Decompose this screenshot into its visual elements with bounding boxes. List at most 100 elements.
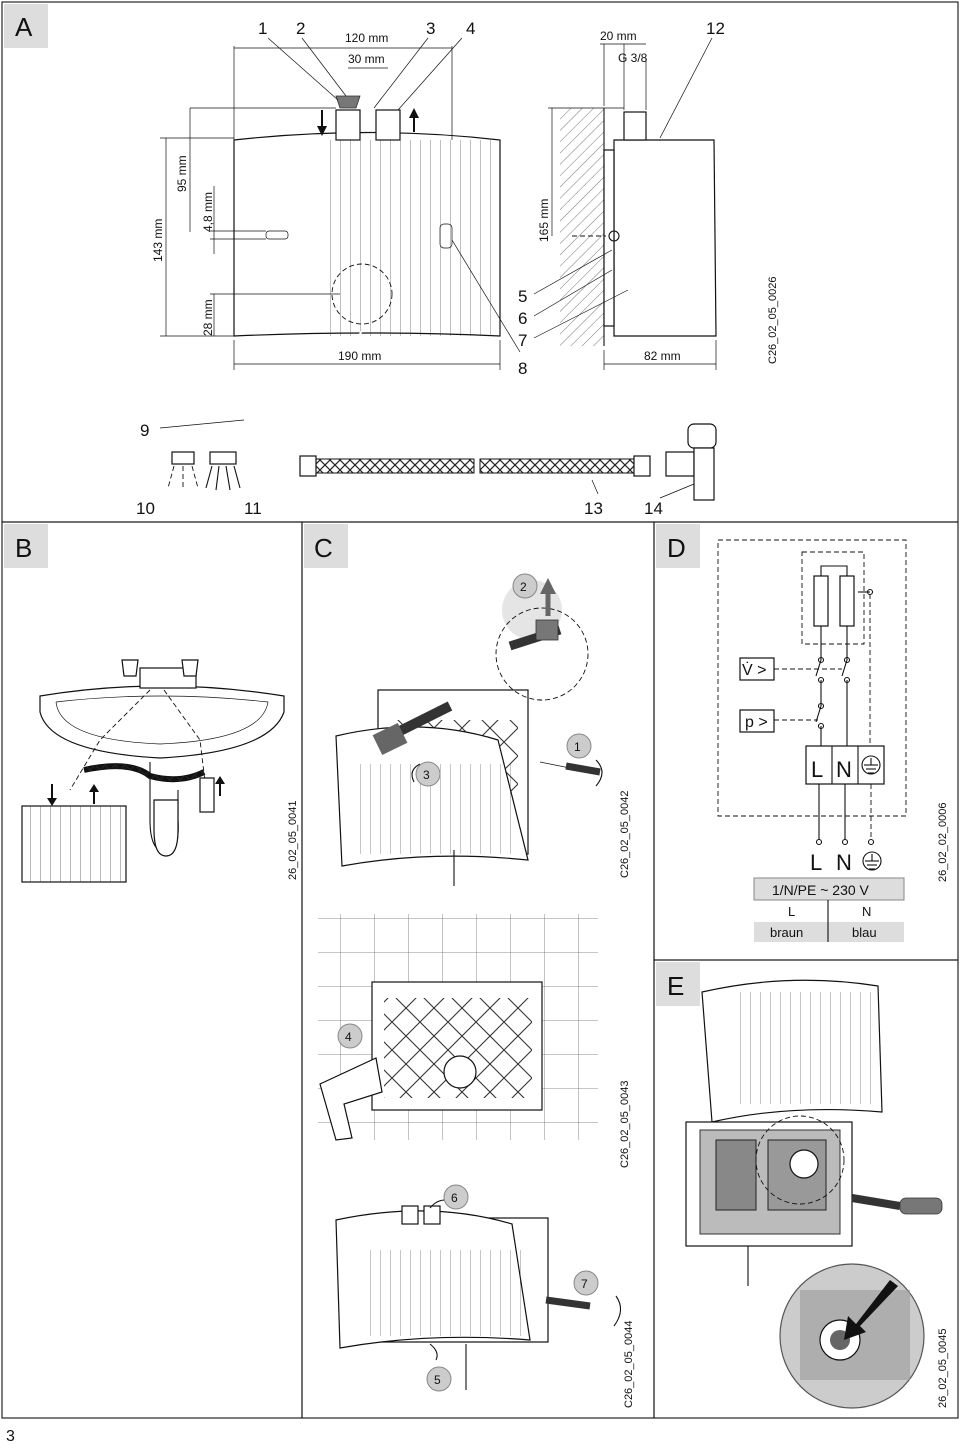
heater-ribs <box>324 140 500 336</box>
flow-switch-label: V̇ > <box>742 661 766 679</box>
pressure-switch-label-box <box>739 709 775 733</box>
wall-screw <box>608 230 620 242</box>
dim-95: 95 mm <box>175 155 189 192</box>
cable-entry-zone <box>331 263 393 325</box>
callout-8: 8 <box>518 359 527 378</box>
panel-d-wiring: V̇ > p > L N L N 1/N/ <box>717 539 949 942</box>
faucet-spout <box>151 576 203 677</box>
step-3: 3 <box>423 768 430 782</box>
step-1: 1 <box>574 740 581 754</box>
panel-letter-c: C <box>314 533 333 563</box>
dim-20: 20 mm <box>600 29 637 43</box>
faucet-handle-right <box>181 659 199 677</box>
callout-6: 6 <box>518 309 527 328</box>
supply-n: N <box>836 850 852 875</box>
code-b: 26_02_05_0041 <box>287 800 299 880</box>
panel-c-mount-steps: 2 1 3 C26_02_05_0042 4 C26_02_05_0043 6 … <box>318 573 635 1408</box>
callout-5: 5 <box>518 287 527 306</box>
hose-braid-2 <box>479 458 635 474</box>
dim-120: 120 mm <box>345 31 388 45</box>
pressure-switch-label: p > <box>745 714 768 731</box>
callout-4: 4 <box>466 19 475 38</box>
panel-e-service: 26_02_05_0045 <box>685 979 949 1409</box>
panel-letter-e: E <box>667 971 684 1001</box>
code-e: 26_02_05_0045 <box>937 1328 949 1408</box>
code-c3: C26_02_05_0044 <box>623 1321 635 1408</box>
heating-element-group <box>801 551 865 645</box>
detail-circle-c <box>495 607 589 701</box>
mounting-slot-right <box>439 223 453 249</box>
screwdriver-c3 <box>545 1296 591 1310</box>
step-5: 5 <box>434 1373 441 1387</box>
dim-190: 190 mm <box>338 349 381 363</box>
wall-hatch <box>560 108 604 346</box>
dim-4-8: 4,8 mm <box>201 192 215 232</box>
terminal-n: N <box>836 757 852 782</box>
strainer <box>335 95 361 109</box>
callout-12: 12 <box>706 19 725 38</box>
supply-l: L <box>810 850 822 875</box>
callout-1: 1 <box>258 19 267 38</box>
jet-regulator-1 <box>171 451 195 465</box>
cold-inlet-connector <box>335 109 361 141</box>
dim-82: 82 mm <box>644 349 681 363</box>
panel-a-side-view: 165 mm 20 mm G 3/8 82 mm 12 C26_02_05_00… <box>533 19 779 370</box>
angle-valve <box>687 423 717 449</box>
heating-element-2 <box>839 575 855 627</box>
column-l: L <box>788 904 795 919</box>
column-n: N <box>862 904 871 919</box>
panel-letters: A B C D E <box>4 4 700 1006</box>
cable-hole <box>443 1055 477 1089</box>
heater-side-body <box>613 139 717 337</box>
panel-letter-b: B <box>15 533 32 563</box>
dim-28: 28 mm <box>201 299 215 336</box>
thread-g38: G 3/8 <box>618 51 648 65</box>
code-c2: C26_02_05_0043 <box>619 1081 631 1168</box>
code-d: 26_02_02_0006 <box>937 802 949 882</box>
callout-11: 11 <box>244 499 262 518</box>
ground-symbol-terminal <box>861 755 881 775</box>
hot-outlet-connector <box>375 109 401 141</box>
faucet-handle-left <box>121 659 139 677</box>
heating-element-1 <box>813 575 829 627</box>
callout-7: 7 <box>518 331 527 350</box>
code-a: C26_02_05_0026 <box>767 277 779 364</box>
jet-regulator-2 <box>209 451 237 465</box>
panel-frames <box>1 1 959 1419</box>
callout-10: 10 <box>136 499 155 518</box>
page-number: 3 <box>6 1428 15 1445</box>
screwdriver-c2 <box>565 762 601 776</box>
wire-n-colour: blau <box>852 925 877 940</box>
panel-b-sink-install: 26_02_05_0041 <box>21 576 299 883</box>
hose-braid-1 <box>315 458 475 474</box>
detail-circle-e <box>755 1115 845 1205</box>
callout-13: 13 <box>584 499 603 518</box>
panel-letter-a: A <box>15 12 33 42</box>
code-c1: C26_02_05_0042 <box>619 791 631 878</box>
angle-valve-b <box>199 777 215 813</box>
washbasin <box>39 685 285 759</box>
screwdriver-e <box>851 1194 901 1210</box>
step-2: 2 <box>520 580 527 594</box>
panel-letter-d: D <box>667 533 686 563</box>
drill <box>319 1057 383 1141</box>
dim-30: 30 mm <box>348 52 385 66</box>
panel-a-front-view: 120 mm 30 mm 95 mm 143 mm 4,8 mm 28 mm 1… <box>140 19 527 440</box>
terminal-block <box>805 745 885 785</box>
terminal-l: L <box>811 757 823 782</box>
supply-voltage: 1/N/PE ~ 230 V <box>772 882 870 898</box>
dim-165: 165 mm <box>537 199 551 242</box>
dim-143: 143 mm <box>151 219 165 262</box>
ground-symbol-supply <box>862 851 882 871</box>
callout-9: 9 <box>140 421 149 440</box>
callout-3: 3 <box>426 19 435 38</box>
callout-14: 14 <box>644 499 663 518</box>
side-connector <box>623 111 647 141</box>
callout-2: 2 <box>296 19 305 38</box>
power-cable <box>249 329 363 417</box>
step-7: 7 <box>581 1277 588 1291</box>
wire-l-colour: braun <box>770 925 803 940</box>
panel-a-accessories: 10 11 13 14 <box>136 423 717 518</box>
step-4: 4 <box>345 1030 352 1044</box>
